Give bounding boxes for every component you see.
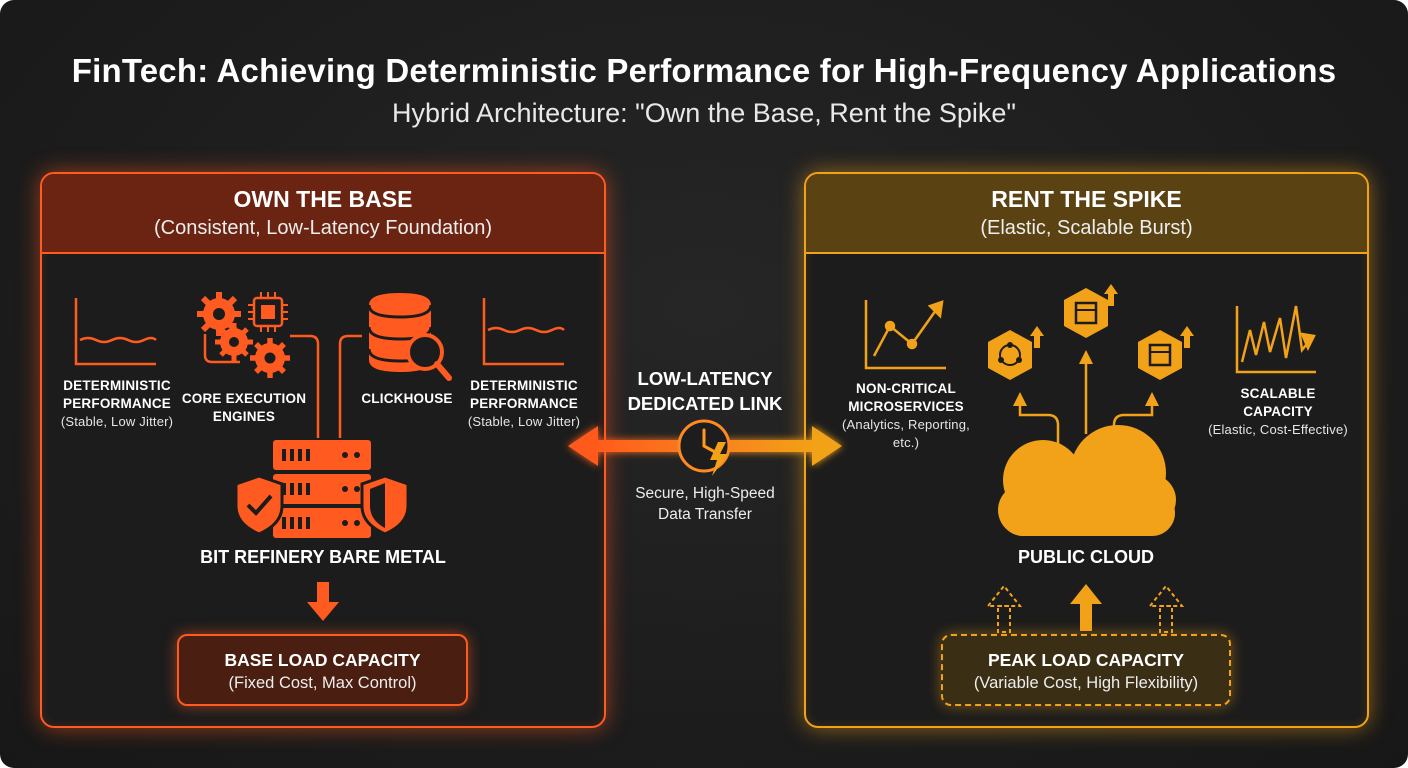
det-perf-right-line1: DETERMINISTIC: [470, 378, 578, 393]
public-cloud-label: PUBLIC CLOUD: [1018, 547, 1154, 567]
bare-metal-label: BIT REFINERY BARE METAL: [200, 547, 446, 567]
own-the-base-heading: OWN THE BASE: [233, 186, 413, 212]
dedicated-link-label: LOW-LATENCY DEDICATED LINK: [606, 366, 804, 416]
base-load-title: BASE LOAD CAPACITY: [224, 650, 421, 670]
microservices-note2: etc.): [892, 435, 920, 450]
base-load-note: (Fixed Cost, Max Control): [228, 674, 417, 692]
page-title: FinTech: Achieving Deterministic Perform…: [71, 52, 1337, 89]
up-arrows-icon: [985, 584, 1185, 633]
rent-the-spike-heading: RENT THE SPIKE: [991, 186, 1182, 212]
peak-load-title: PEAK LOAD CAPACITY: [987, 650, 1185, 670]
deterministic-performance-left-label: DETERMINISTIC PERFORMANCE (Stable, Low J…: [48, 377, 186, 431]
det-perf-left-line2: PERFORMANCE: [63, 396, 171, 411]
hex-network-icon: [988, 326, 1044, 380]
trend-up-chart-icon: [864, 300, 946, 370]
engine-connector: [203, 334, 362, 438]
rent-the-spike-subheading: (Elastic, Scalable Burst): [980, 217, 1193, 239]
det-perf-left-line1: DETERMINISTIC: [63, 378, 171, 393]
database-search-icon: [367, 293, 452, 381]
scalable-line2: CAPACITY: [1243, 404, 1313, 419]
core-execution-engines-label: CORE EXECUTION ENGINES: [178, 390, 310, 426]
cloud-connectors: [1013, 350, 1159, 448]
peak-load-capacity-box: PEAK LOAD CAPACITY (Variable Cost, High …: [941, 634, 1231, 706]
own-the-base-subheading: (Consistent, Low-Latency Foundation): [154, 217, 492, 239]
microservices-label: NON-CRITICAL MICROSERVICES (Analytics, R…: [828, 380, 984, 452]
deterministic-performance-right-label: DETERMINISTIC PERFORMANCE (Stable, Low J…: [458, 377, 590, 431]
stable-chart-icon-right: [482, 298, 565, 366]
microservices-line1: NON-CRITICAL: [856, 381, 956, 396]
clock-lightning-icon: [677, 419, 731, 476]
scalable-line1: SCALABLE: [1240, 386, 1316, 401]
det-perf-right-note: (Stable, Low Jitter): [467, 414, 581, 429]
det-perf-right-line2: PERFORMANCE: [470, 396, 578, 411]
hex-box-icon-right: [1138, 326, 1194, 380]
microservices-note1: (Analytics, Reporting,: [842, 417, 970, 432]
clickhouse-label: CLICKHOUSE: [361, 391, 453, 406]
base-load-capacity-box: BASE LOAD CAPACITY (Fixed Cost, Max Cont…: [177, 634, 468, 706]
microservices-line2: MICROSERVICES: [848, 399, 964, 414]
det-perf-left-note: (Stable, Low Jitter): [60, 414, 174, 429]
link-sub-line2: Data Transfer: [658, 506, 752, 523]
own-the-base-header: OWN THE BASE (Consistent, Low-Latency Fo…: [42, 174, 604, 254]
rent-the-spike-header: RENT THE SPIKE (Elastic, Scalable Burst): [806, 174, 1367, 254]
gears-chip-icon: [197, 292, 290, 378]
scalable-note: (Elastic, Cost-Effective): [1208, 422, 1348, 437]
link-title-line2: DEDICATED LINK: [627, 393, 783, 414]
page-subtitle: Hybrid Architecture: "Own the Base, Rent…: [392, 98, 1016, 128]
core-engines-line1: CORE EXECUTION: [181, 391, 307, 406]
stable-chart-icon-left: [74, 298, 157, 366]
core-engines-line2: ENGINES: [212, 409, 276, 424]
down-arrow-icon: [307, 582, 339, 621]
server-shield-icon: [234, 440, 410, 538]
scalable-capacity-label: SCALABLE CAPACITY (Elastic, Cost-Effecti…: [1198, 385, 1358, 439]
cloud-icon: [998, 425, 1176, 536]
peak-load-note: (Variable Cost, High Flexibility): [973, 674, 1199, 692]
link-title-line1: LOW-LATENCY: [637, 368, 773, 389]
spike-chart-icon: [1235, 305, 1316, 374]
dedicated-link-description: Secure, High-Speed Data Transfer: [606, 483, 804, 525]
link-sub-line1: Secure, High-Speed: [635, 485, 775, 502]
hex-box-icon-center: [1064, 284, 1118, 338]
